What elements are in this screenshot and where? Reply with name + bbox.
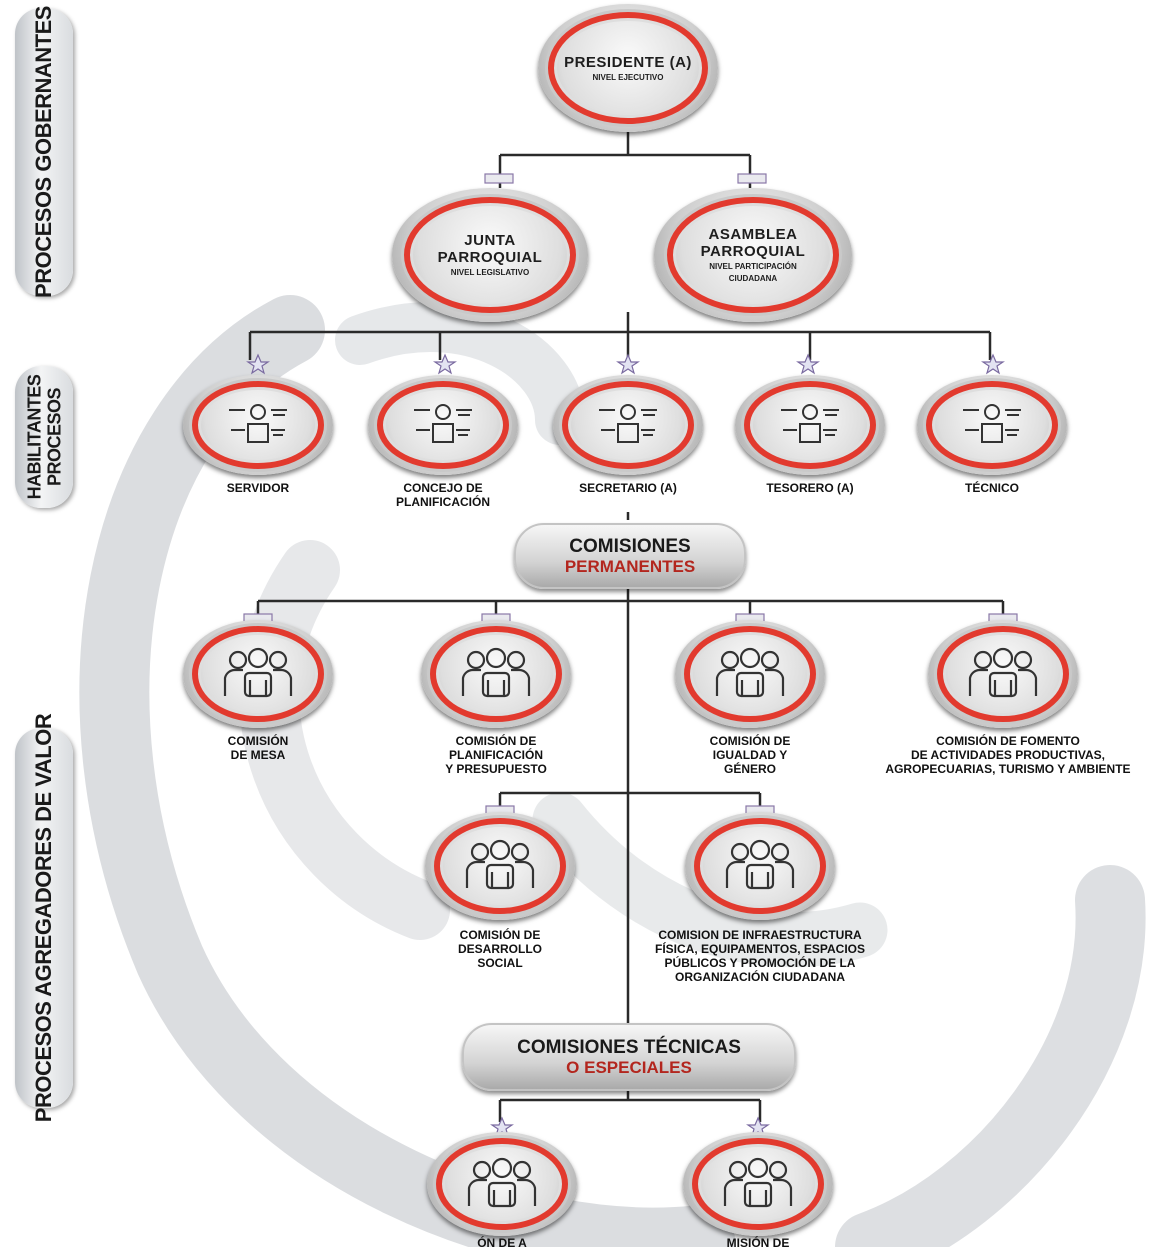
technical-commissions-header: COMISIONES TÉCNICAS O ESPECIALES xyxy=(462,1023,796,1091)
technical-commission-label-2: MISIÓN DE xyxy=(608,1236,908,1250)
asamblea-parroquial-node: ASAMBLEA PARROQUIAL NIVEL PARTICIPACIÓN … xyxy=(654,188,852,322)
group-icon xyxy=(465,839,535,890)
permanent-commission-node-2 xyxy=(421,620,571,728)
group-icon xyxy=(715,647,785,698)
governing-processes-label: PROCESOS GOBERNANTES xyxy=(31,6,56,298)
permanent-commissions-header: COMISIONES PERMANENTES xyxy=(514,523,746,589)
permanent-commission-label-2-line: PLANIFICACIÓN xyxy=(449,748,543,762)
permanent-commission-label-5-line: DESARROLLO xyxy=(458,942,542,956)
permanent-commission-label-3-line: GÉNERO xyxy=(723,762,776,776)
enabling-node-3 xyxy=(553,375,703,475)
enabling-node-2 xyxy=(368,375,518,475)
junta-parroquial-node: JUNTA PARROQUIAL NIVEL LEGISLATIVO xyxy=(392,188,588,322)
permanent-commission-label-4-line: AGROPECUARIAS, TURISMO Y AMBIENTE xyxy=(885,762,1131,776)
enabling-processes-label: HABILITANTES PROCESOS xyxy=(24,374,65,500)
permanent-commission-label-5-line: SOCIAL xyxy=(477,956,523,970)
enabling-label-4-line: TESORERO (A) xyxy=(766,481,854,495)
permanent-commission-node-1 xyxy=(183,620,333,728)
enabling-label-4: TESORERO (A) xyxy=(660,481,960,495)
enabling-label-1: SERVIDOR xyxy=(108,481,408,495)
person-icon xyxy=(414,404,472,443)
value-processes-label: PROCESOS AGREGADORES DE VALOR xyxy=(31,713,57,1123)
person-icon xyxy=(963,404,1021,443)
enabling-node-1 xyxy=(183,375,333,475)
permanent-commission-label-3-line: COMISIÓN DE xyxy=(709,734,791,748)
permanent-commission-label-1-line: DE MESA xyxy=(230,748,286,762)
permanent-commission-label-4-line: COMISIÓN DE FOMENTO xyxy=(936,734,1080,748)
tab-icon xyxy=(484,173,514,184)
permanent-commission-label-6-line: ORGANIZACIÓN CIUDADANA xyxy=(675,970,845,984)
technical-commission-label-2-line: MISIÓN DE xyxy=(726,1236,790,1250)
group-icon xyxy=(723,1157,793,1208)
permanent-commission-node-4 xyxy=(928,620,1078,728)
president-subtitle: NIVEL EJECUTIVO xyxy=(592,72,664,82)
governing-processes-band: PROCESOS GOBERNANTES xyxy=(15,6,73,298)
technical-commission-node-2 xyxy=(683,1132,833,1236)
value-processes-band: PROCESOS AGREGADORES DE VALOR xyxy=(15,714,73,1122)
permanent-commission-label-5-line: COMISIÓN DE xyxy=(459,928,541,942)
group-icon xyxy=(223,647,293,698)
group-icon xyxy=(968,647,1038,698)
permanent-commission-label-2-line: COMISIÓN DE xyxy=(455,734,537,748)
permanent-commission-node-6 xyxy=(685,812,835,920)
group-icon xyxy=(461,647,531,698)
group-icon xyxy=(725,839,795,890)
enabling-label-1-line: SERVIDOR xyxy=(226,481,290,495)
enabling-processes-band: HABILITANTES PROCESOS xyxy=(15,366,73,508)
group-icon xyxy=(467,1157,537,1208)
tab-icon xyxy=(737,173,767,184)
permanent-commission-label-6-line: FÍSICA, EQUIPAMENTOS, ESPACIOS xyxy=(654,942,866,956)
permanent-commission-node-5 xyxy=(425,812,575,920)
enabling-label-3: SECRETARIO (A) xyxy=(478,481,778,495)
enabling-node-5 xyxy=(917,375,1067,475)
permanent-commission-label-2-line: Y PRESUPUESTO xyxy=(445,762,547,776)
president-node: PRESIDENTE (A) NIVEL EJECUTIVO xyxy=(538,4,718,132)
enabling-label-3-line: SECRETARIO (A) xyxy=(579,481,677,495)
technical-commission-label-1-line: ÓN DE A xyxy=(477,1236,527,1250)
enabling-node-4 xyxy=(735,375,885,475)
person-icon xyxy=(229,404,287,443)
permanent-commission-label-4-line: DE ACTIVIDADES PRODUCTIVAS, xyxy=(910,748,1105,762)
permanent-commission-label-3-line: IGUALDAD Y xyxy=(712,748,788,762)
technical-commission-label-1: ÓN DE A xyxy=(352,1236,652,1250)
president-title: PRESIDENTE (A) xyxy=(564,53,692,71)
permanent-commission-label-1-line: COMISIÓN xyxy=(227,734,289,748)
enabling-label-2-line: CONCEJO DE xyxy=(403,481,483,495)
enabling-label-2-line: PLANIFICACIÓN xyxy=(396,495,490,509)
enabling-label-5-line: TÉCNICO xyxy=(965,481,1019,495)
permanent-commission-label-6-line: COMISION DE INFRAESTRUCTURA xyxy=(658,928,862,942)
permanent-commission-node-3 xyxy=(675,620,825,728)
person-icon xyxy=(781,404,839,443)
permanent-commission-label-6-line: PÚBLICOS Y PROMOCIÓN DE LA xyxy=(664,956,856,970)
technical-commission-node-1 xyxy=(427,1132,577,1236)
person-icon xyxy=(599,404,657,443)
enabling-label-5: TÉCNICO xyxy=(842,481,1142,495)
